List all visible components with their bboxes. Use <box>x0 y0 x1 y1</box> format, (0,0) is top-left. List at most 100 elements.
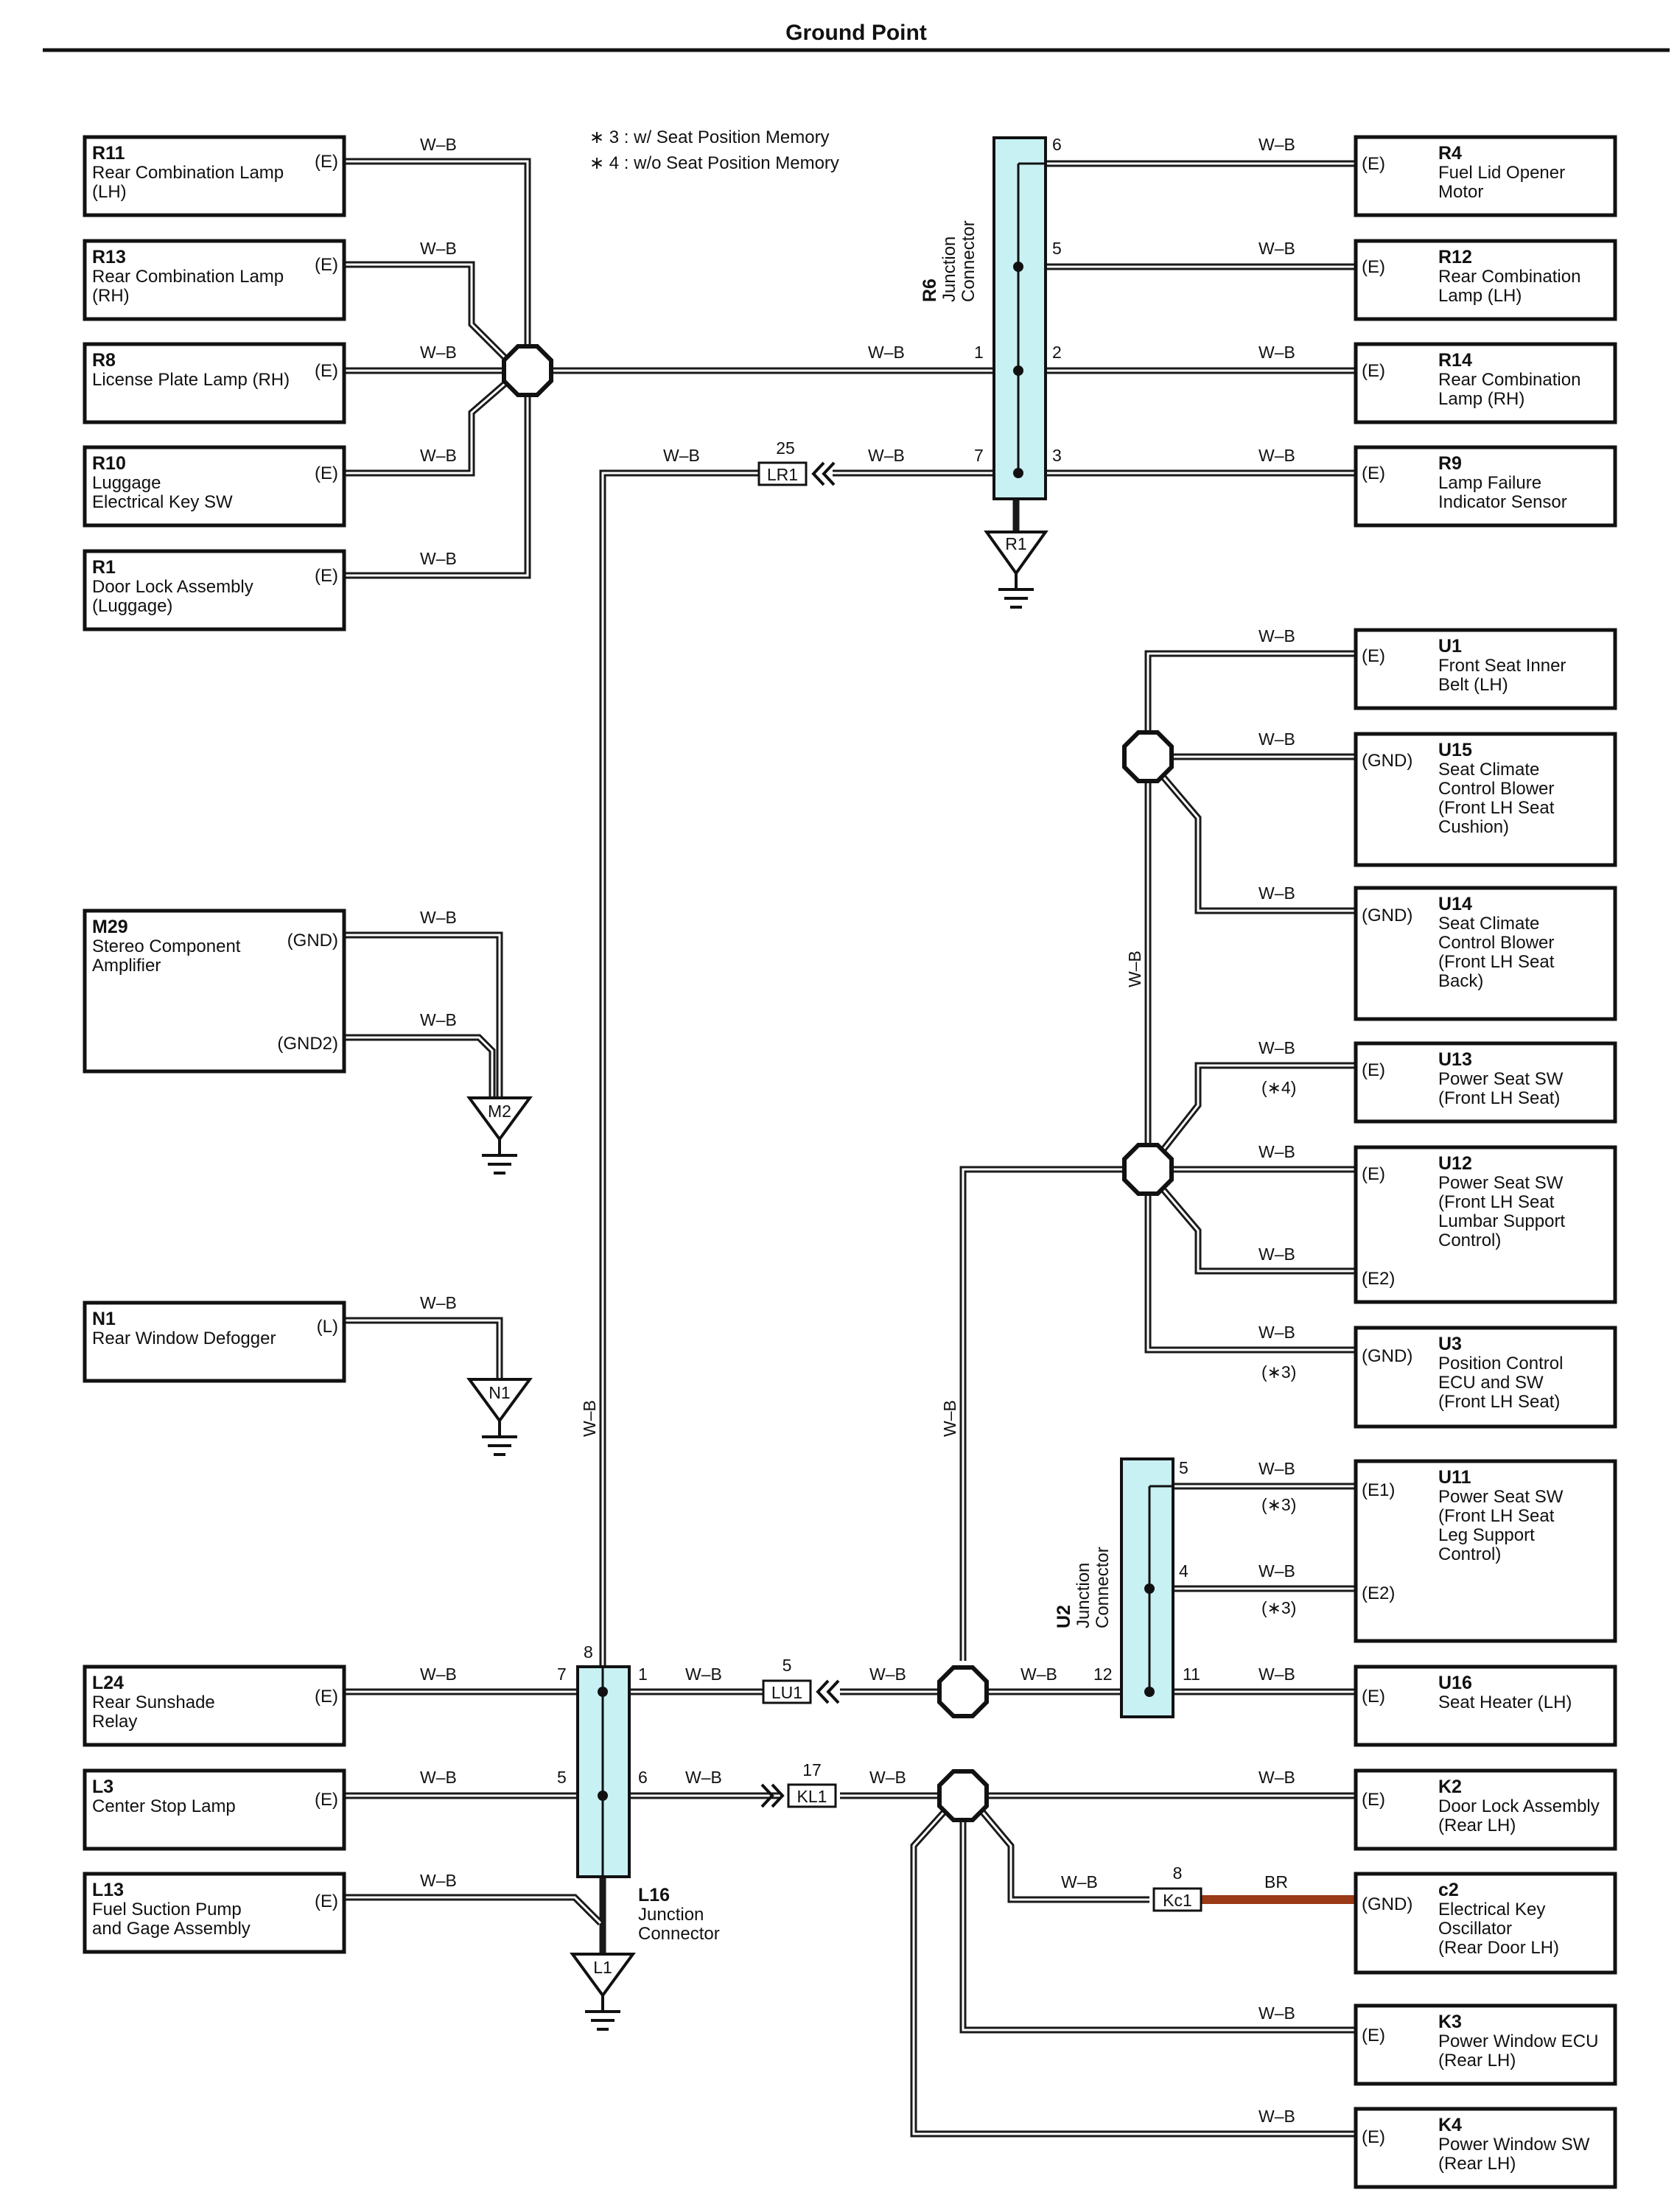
component-name-line: Rear Window Defogger <box>92 1329 276 1348</box>
wire-label: W–B <box>1258 135 1295 154</box>
component-name-line: (Rear Door LH) <box>1438 1938 1559 1958</box>
wire-label: W–B <box>420 135 457 154</box>
u2-pin-5: 5 <box>1179 1458 1188 1477</box>
component-name-line: Control) <box>1438 1544 1501 1564</box>
option-note: (∗3) <box>1261 1495 1296 1514</box>
wire-label: W–B <box>685 1768 722 1787</box>
terminal-label: (GND) <box>1362 751 1412 771</box>
wire-inner <box>978 1808 1149 1901</box>
component-name-line: (Front LH Seat) <box>1438 1392 1560 1412</box>
terminal-label: (E) <box>1362 361 1385 381</box>
wire-k3 <box>959 1796 1356 2034</box>
component-name-line: License Plate Lamp (RH) <box>92 370 290 390</box>
terminal-label: (GND) <box>1362 1346 1412 1366</box>
component-id: R11 <box>92 143 125 164</box>
component-name-line: Relay <box>92 1712 137 1732</box>
wire-inner <box>1146 1169 1356 1351</box>
component-name-line: (LH) <box>92 182 127 202</box>
ground-point-m2: M2 <box>466 1096 533 1175</box>
component-name-line: Rear Sunshade <box>92 1693 215 1712</box>
option-note: (∗4) <box>1261 1078 1296 1097</box>
component-name-line: Seat Climate <box>1438 760 1539 780</box>
component-name-line: (Front LH Seat) <box>1438 1088 1560 1108</box>
wire-label: W–B <box>420 1010 457 1029</box>
component-name-line: Cushion) <box>1438 817 1509 837</box>
component-id: R12 <box>1438 247 1472 267</box>
component-id: K4 <box>1438 2115 1462 2135</box>
component-id: N1 <box>92 1309 116 1329</box>
wire-label-vertical: W–B <box>1125 951 1144 987</box>
r6-pin-5: 5 <box>1052 239 1062 258</box>
ground-n1-label: N1 <box>489 1383 510 1402</box>
terminal-label: (E) <box>315 463 338 483</box>
junction-connector-l16: 8 7 1 5 6 L16 Junction Connector <box>557 1642 720 1944</box>
component-name-line: Rear Combination Lamp <box>92 267 284 287</box>
ground-l1-label: L1 <box>593 1958 612 1977</box>
wire-label: W–B <box>1258 1323 1295 1342</box>
component-id: U1 <box>1438 636 1462 657</box>
component-name-line: Luggage <box>92 473 161 493</box>
terminal-label-2: (E2) <box>1362 1583 1395 1603</box>
terminal-label: (E) <box>315 255 338 275</box>
wire-inner <box>1146 652 1356 1169</box>
component-id: M29 <box>92 917 128 937</box>
r6-pin-3: 3 <box>1052 446 1062 465</box>
component-name-line: Rear Combination Lamp <box>92 163 284 183</box>
component-id: L13 <box>92 1880 124 1900</box>
wire-label: W–B <box>685 1665 722 1684</box>
junction-connector-u2: 5 4 12 11 U2 Junction Connector <box>1054 1457 1200 1718</box>
wire-inner <box>345 263 517 370</box>
lu1-id: LU1 <box>771 1683 802 1702</box>
component-name-line: Power Window ECU <box>1438 2031 1598 2051</box>
component-id: K3 <box>1438 2012 1462 2032</box>
terminal-label-2: (E2) <box>1362 1269 1395 1289</box>
wire-inner <box>1159 1064 1356 1154</box>
wire-label: W–B <box>1020 1665 1057 1684</box>
component-id: R10 <box>92 453 126 474</box>
terminal-label: (E) <box>315 1687 338 1707</box>
l16-label: Junction <box>638 1905 704 1925</box>
component-id: R4 <box>1438 143 1462 164</box>
component-name-line: Power Seat SW <box>1438 1069 1564 1089</box>
component-name-line: Door Lock Assembly <box>1438 1796 1600 1816</box>
component-id: U12 <box>1438 1153 1472 1174</box>
l16-pin-1: 1 <box>638 1665 648 1684</box>
ground-point-n1: N1 <box>466 1378 533 1456</box>
splice-right-upper <box>1122 730 1174 783</box>
component-name-line: Fuel Lid Opener <box>1438 163 1565 183</box>
wire-n1 <box>345 1317 503 1379</box>
splice-kl1 <box>937 1769 989 1822</box>
component-name-line: Control Blower <box>1438 779 1554 799</box>
ground-m2-label: M2 <box>488 1102 511 1121</box>
wire-k4 <box>910 1806 1356 2138</box>
terminal-label: (E) <box>315 566 338 586</box>
component-name-line: (Luggage) <box>92 596 172 616</box>
component-name-line: Electrical Key <box>1438 1900 1545 1919</box>
inline-connector-lr1: LR1 25 <box>757 438 836 486</box>
wire-label: W–B <box>420 239 457 258</box>
component-id: U14 <box>1438 894 1472 914</box>
component-id: R1 <box>92 557 116 578</box>
wire-label: W–B <box>420 446 457 465</box>
kl1-pin: 17 <box>802 1760 822 1779</box>
r6-label: Junction <box>939 237 959 302</box>
wire-inner <box>601 472 759 1665</box>
component-name-line: Door Lock Assembly <box>92 577 253 597</box>
wire-label: W–B <box>420 908 457 927</box>
terminal-label: (E) <box>1362 154 1385 174</box>
kc1-id: Kc1 <box>1163 1891 1192 1910</box>
component-name-line: Lamp (LH) <box>1438 286 1522 306</box>
component-name-line: Control) <box>1438 1231 1501 1250</box>
wire-label: W–B <box>420 1665 457 1684</box>
component-name-line: Stereo Component <box>92 937 241 956</box>
component-name-line: (Front LH Seat <box>1438 798 1555 818</box>
